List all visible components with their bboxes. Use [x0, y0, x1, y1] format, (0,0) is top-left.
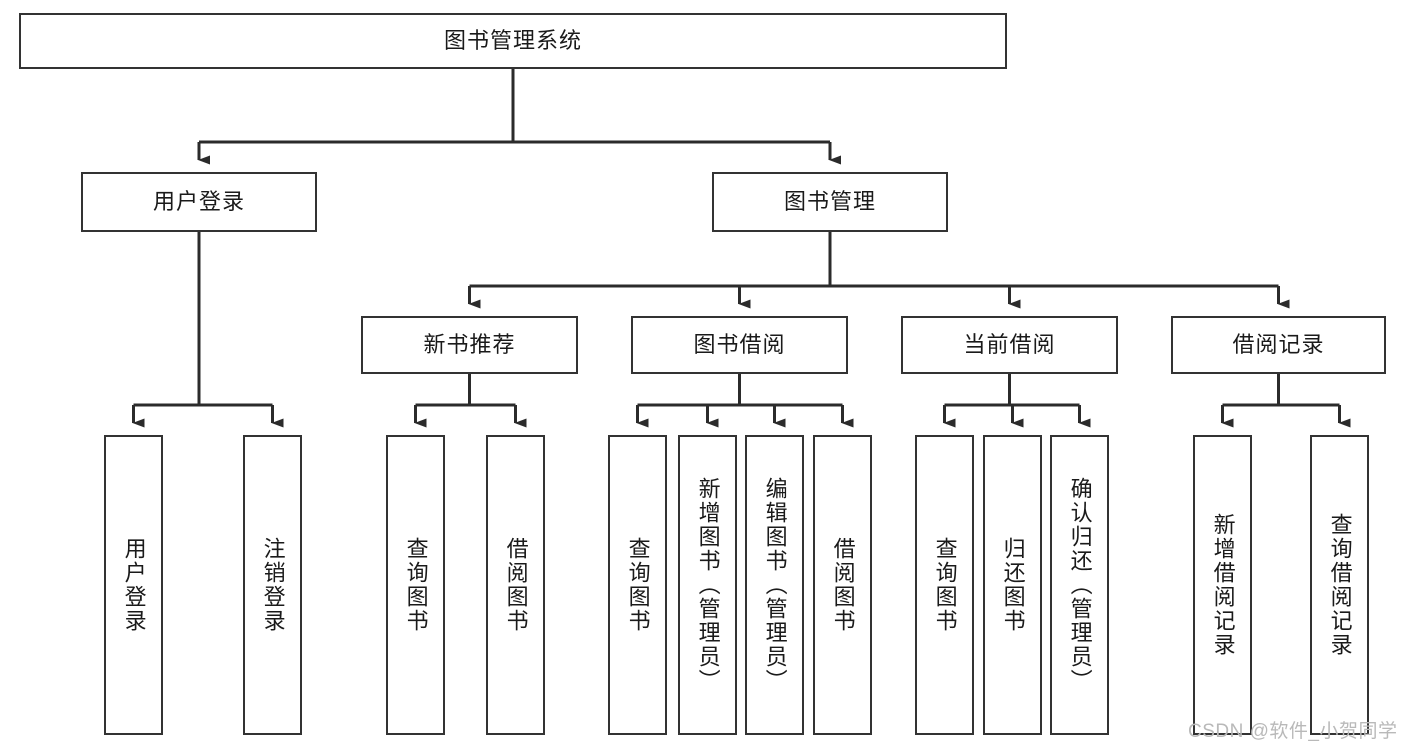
node-book-borrow[interactable]: 图书借阅 [631, 316, 848, 374]
node-label: 借阅图书 [830, 537, 856, 633]
node-user-login[interactable]: 用户登录 [81, 172, 317, 232]
node-label: 查询图书 [932, 537, 958, 633]
node-leaf-user-logout[interactable]: 注销登录 [243, 435, 302, 735]
node-new-book-rec[interactable]: 新书推荐 [361, 316, 578, 374]
node-leaf-confirm-return[interactable]: 确认归还（管理员） [1050, 435, 1109, 735]
node-leaf-borrow-book-rec[interactable]: 借阅图书 [486, 435, 545, 735]
node-label: 新书推荐 [423, 331, 516, 357]
node-current-borrow[interactable]: 当前借阅 [901, 316, 1118, 374]
node-book-manage[interactable]: 图书管理 [712, 172, 948, 232]
node-label: 归还图书 [1000, 537, 1026, 633]
node-label: 编辑图书（管理员） [762, 477, 788, 693]
node-label: 图书管理 [783, 188, 876, 214]
node-leaf-edit-book[interactable]: 编辑图书（管理员） [745, 435, 804, 735]
node-leaf-query-record[interactable]: 查询借阅记录 [1310, 435, 1369, 735]
node-label: 图书管理系统 [443, 27, 582, 53]
node-label: 注销登录 [260, 537, 286, 633]
node-label: 当前借阅 [963, 331, 1056, 357]
node-leaf-user-login[interactable]: 用户登录 [104, 435, 163, 735]
node-label: 图书借阅 [693, 331, 786, 357]
node-label: 查询图书 [403, 537, 429, 633]
watermark-text: CSDN @软件_小贺同学 [1188, 721, 1398, 742]
node-leaf-return-book[interactable]: 归还图书 [983, 435, 1042, 735]
node-leaf-query-book-rec[interactable]: 查询图书 [386, 435, 445, 735]
node-leaf-add-book[interactable]: 新增图书（管理员） [678, 435, 737, 735]
node-label: 查询图书 [625, 537, 651, 633]
node-leaf-add-record[interactable]: 新增借阅记录 [1193, 435, 1252, 735]
node-label: 用户登录 [121, 537, 147, 633]
node-borrow-record[interactable]: 借阅记录 [1171, 316, 1386, 374]
node-leaf-query-book[interactable]: 查询图书 [608, 435, 667, 735]
node-label: 借阅图书 [503, 537, 529, 633]
node-label: 查询借阅记录 [1327, 513, 1353, 657]
node-label: 用户登录 [152, 188, 245, 214]
node-label: 新增借阅记录 [1210, 513, 1236, 657]
node-label: 新增图书（管理员） [695, 477, 721, 693]
node-leaf-query-book-cur[interactable]: 查询图书 [915, 435, 974, 735]
node-label: 借阅记录 [1232, 331, 1325, 357]
node-leaf-borrow-book[interactable]: 借阅图书 [813, 435, 872, 735]
node-label: 确认归还（管理员） [1067, 477, 1093, 693]
node-root[interactable]: 图书管理系统 [19, 13, 1007, 69]
